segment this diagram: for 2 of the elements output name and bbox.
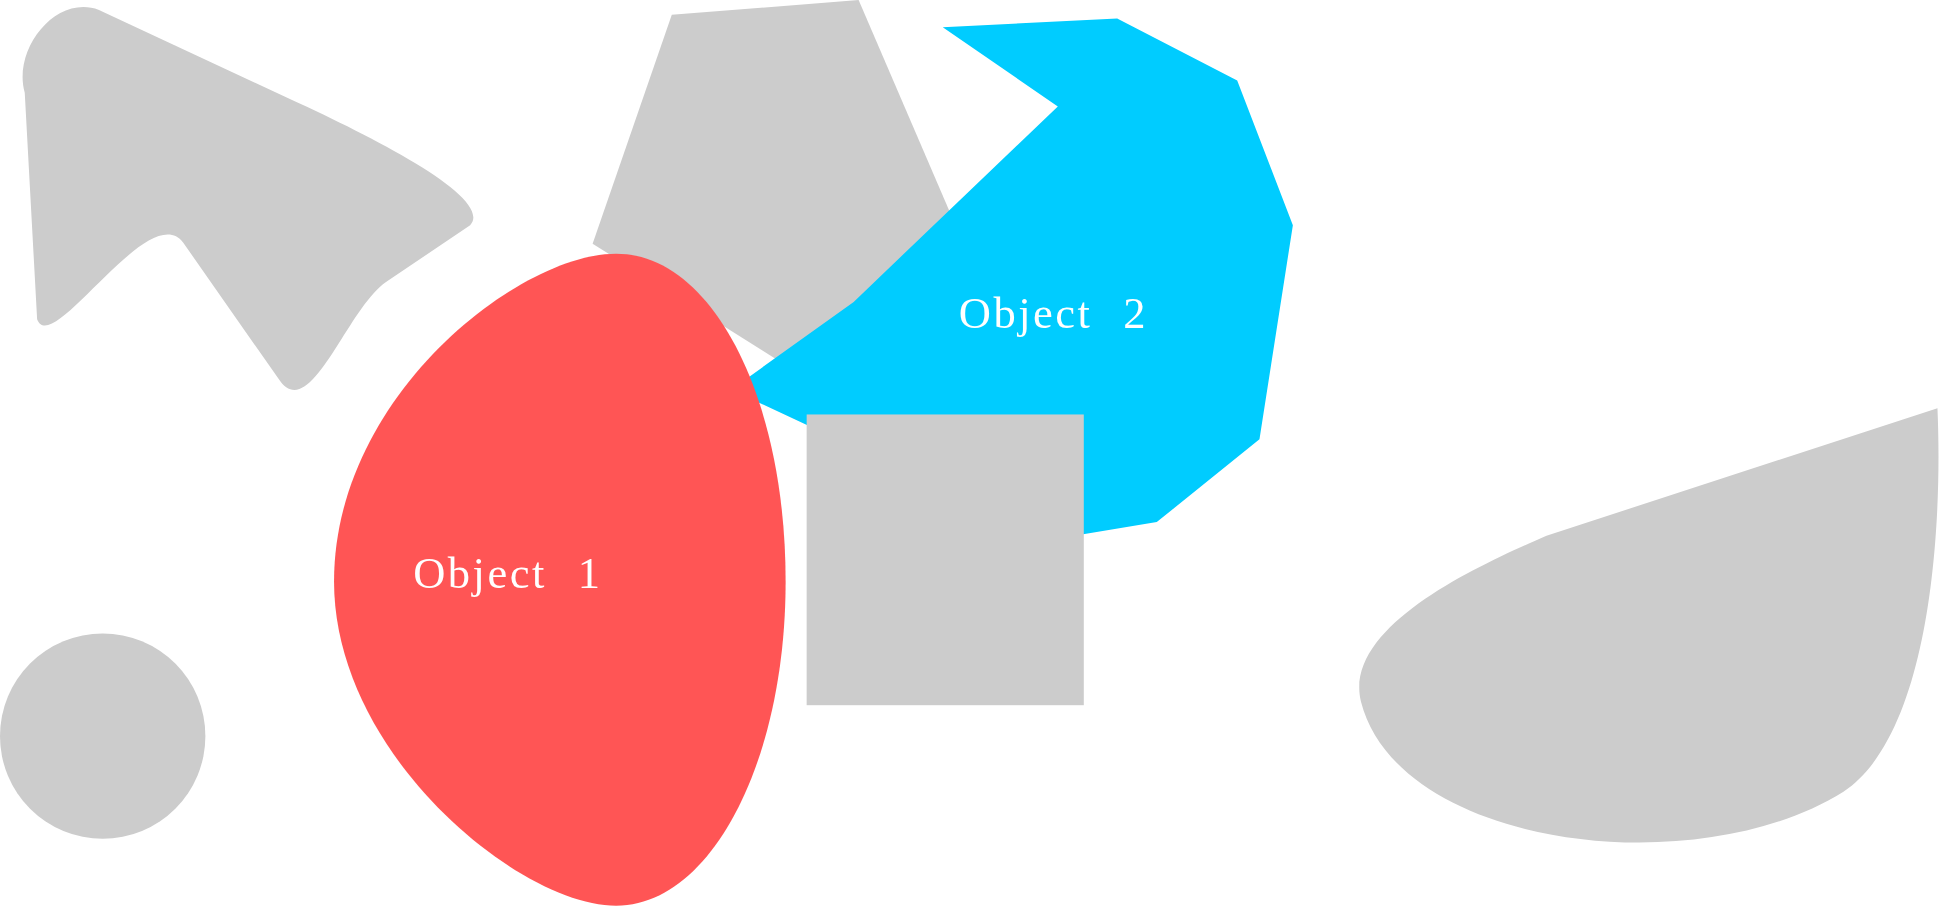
shape-label: Object 1 <box>413 547 603 599</box>
shape-label: Object 2 <box>958 287 1149 339</box>
